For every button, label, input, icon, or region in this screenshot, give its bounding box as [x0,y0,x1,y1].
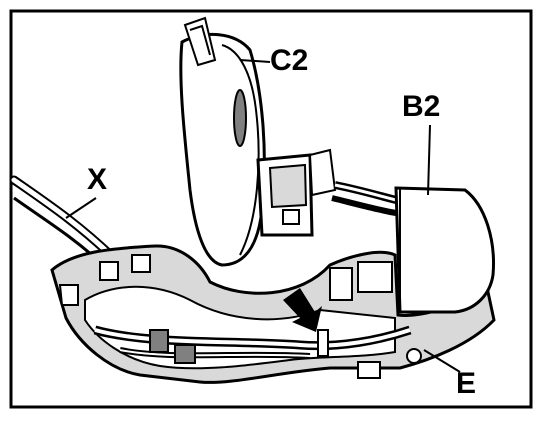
module-b2 [394,186,495,314]
leader-c2 [239,59,271,63]
label-e: E [456,367,477,400]
clock-spring-c2 [179,16,266,267]
label-c2: C2 [270,44,309,77]
c2-connector [256,148,397,237]
lower-housing [50,244,496,384]
leader-x [65,197,97,219]
leader-b2 [427,124,431,196]
pointer-arrow [283,288,322,332]
label-b2: B2 [402,90,441,123]
leader-e [423,349,461,373]
label-x: X [87,163,108,196]
